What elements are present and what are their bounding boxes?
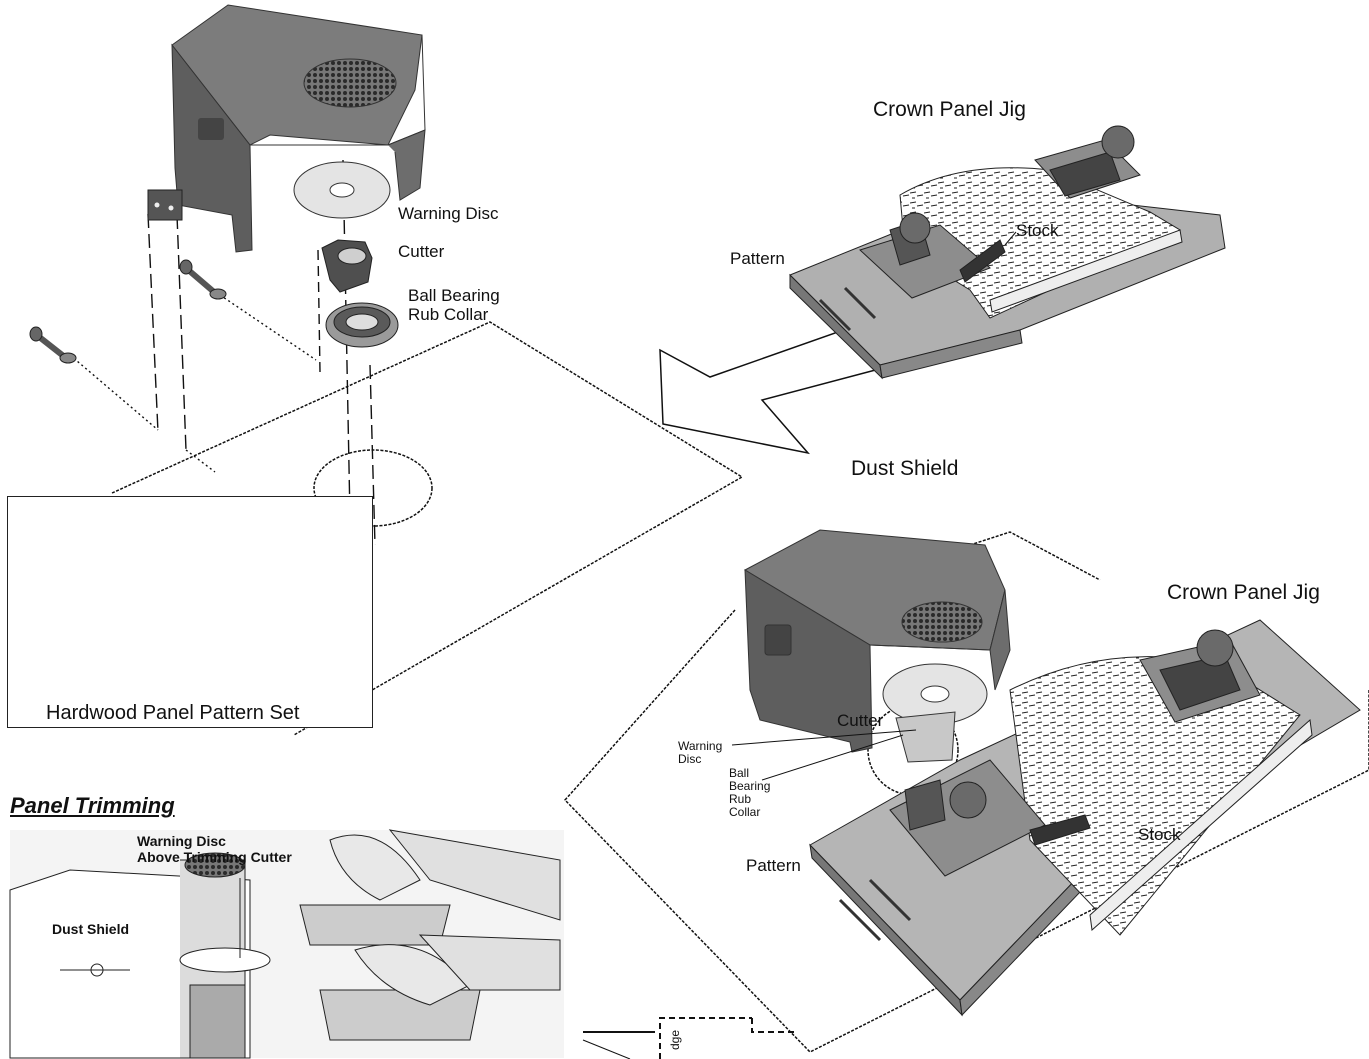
label-stock-bottom: Stock — [1138, 825, 1181, 845]
bolt-left — [30, 327, 76, 363]
label-pattern-bottom: Pattern — [746, 856, 801, 876]
crown-panel-jig-top — [790, 126, 1225, 378]
label-cutter-top: Cutter — [398, 242, 444, 262]
title-crown-panel-jig-bottom: Crown Panel Jig — [1167, 581, 1320, 605]
cutter-bottom — [896, 712, 955, 762]
title-dust-shield: Dust Shield — [851, 457, 958, 481]
section-heading-panel-trimming: Panel Trimming — [10, 793, 175, 819]
inset-caption: Hardwood Panel Pattern Set — [46, 702, 300, 725]
title-crown-panel-jig-top: Crown Panel Jig — [873, 98, 1026, 122]
photo-label-dust-shield: Dust Shield — [52, 921, 129, 937]
dust-shield-top — [148, 5, 425, 252]
label-pattern-top: Pattern — [730, 249, 785, 269]
bolt-right — [180, 260, 226, 299]
pattern-set-inset: Hardwood Panel Pattern Set — [7, 496, 373, 728]
label-ball-bearing-top: Ball Bearing Rub Collar — [408, 286, 500, 324]
edge-label: dge — [668, 1030, 682, 1050]
cutter-top — [322, 240, 372, 292]
label-warning-disc-bottom: Warning Disc — [678, 740, 722, 766]
label-ball-bearing-bottom: Ball Bearing Rub Collar — [729, 767, 770, 819]
label-cutter-bottom: Cutter — [837, 711, 883, 731]
ball-bearing-top — [326, 303, 398, 347]
warning-disc-top — [294, 162, 390, 218]
edge-diagram — [583, 1018, 798, 1059]
photo-label-warning-disc: Warning Disc Above Trimming Cutter — [137, 833, 292, 865]
label-stock-top: Stock — [1016, 221, 1059, 241]
label-warning-disc-top: Warning Disc — [398, 204, 498, 224]
